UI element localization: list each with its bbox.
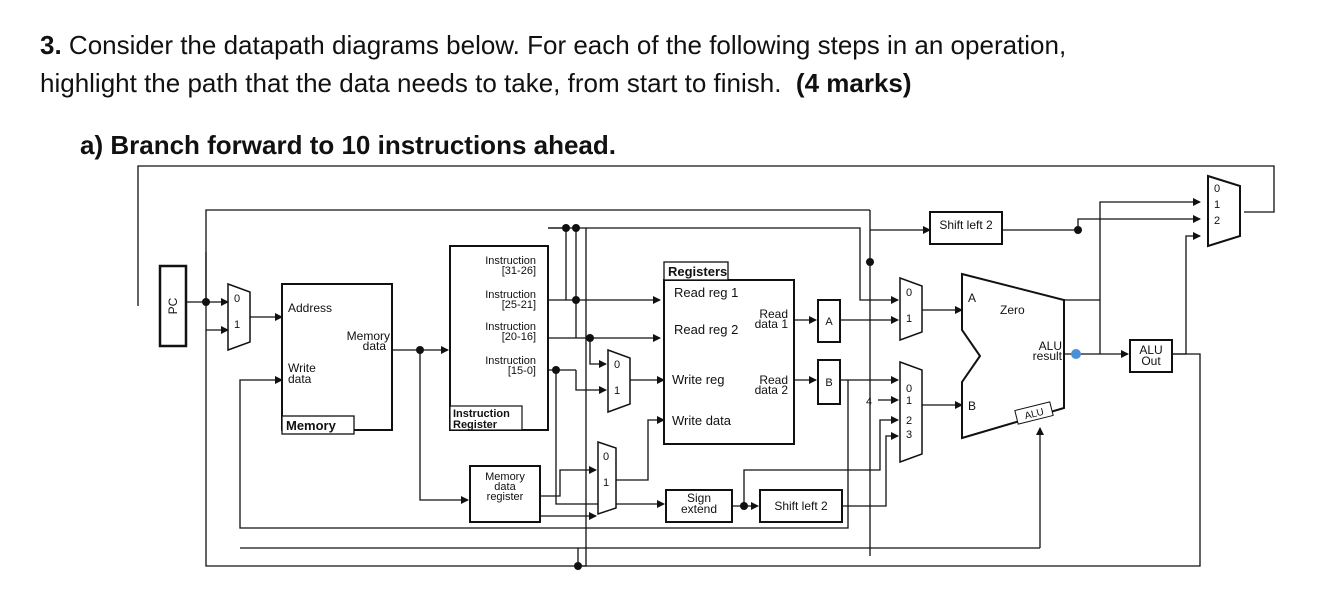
svg-text:Read: Read [759, 373, 788, 387]
svg-text:result: result [1033, 349, 1063, 363]
svg-text:data: data [288, 372, 312, 386]
alu-src-b-mux: 0 1 2 3 [899, 360, 923, 464]
svg-text:[31-26]: [31-26] [502, 265, 536, 277]
svg-text:1: 1 [603, 477, 609, 489]
register-b: B [817, 359, 841, 405]
sign-extend: Sign extend [665, 489, 733, 523]
svg-text:2: 2 [906, 415, 912, 427]
pc-source-mux: 0 1 2 [1207, 174, 1241, 248]
svg-text:B: B [825, 377, 832, 389]
question-text-2: highlight the path that the data needs t… [40, 68, 782, 98]
svg-text:1: 1 [234, 319, 240, 331]
pc-label: PC [166, 297, 180, 314]
svg-text:Read reg 1: Read reg 1 [674, 285, 738, 300]
svg-text:Read: Read [759, 307, 788, 321]
alu-result-highlight [1071, 349, 1081, 359]
svg-text:data: data [363, 339, 387, 353]
memory-title: Memory [286, 418, 337, 433]
svg-text:[20-16]: [20-16] [502, 331, 536, 343]
register-a: A [817, 299, 841, 343]
alu-src-a-mux: 0 1 [899, 276, 923, 342]
svg-text:Instruction: Instruction [485, 355, 536, 367]
svg-text:A: A [968, 291, 976, 305]
question-line-1: 3. Consider the datapath diagrams below.… [40, 30, 1066, 60]
svg-text:0: 0 [906, 287, 912, 299]
svg-text:Memory: Memory [347, 329, 390, 343]
svg-text:Instruction: Instruction [485, 289, 536, 301]
alu: A B Zero ALU result ALU [961, 272, 1065, 440]
svg-text:1: 1 [1214, 199, 1220, 211]
svg-text:Instruction: Instruction [485, 255, 536, 267]
svg-text:Sign: Sign [687, 491, 711, 505]
svg-text:3: 3 [906, 429, 912, 441]
question-line-2: highlight the path that the data needs t… [40, 68, 912, 98]
svg-text:0: 0 [1214, 183, 1220, 195]
shift-left-2-bottom: Shift left 2 [759, 489, 843, 523]
alu-out-register: ALU Out [1129, 339, 1173, 373]
svg-text:0: 0 [906, 383, 912, 395]
svg-text:0: 0 [603, 451, 609, 463]
memory-block: Address Memory data Write data Memory [281, 283, 393, 435]
pc-register: PC [158, 264, 188, 348]
svg-text:[25-21]: [25-21] [502, 299, 536, 311]
svg-text:data 1: data 1 [755, 317, 789, 331]
question-marks: (4 marks) [795, 68, 912, 98]
svg-text:[15-0]: [15-0] [508, 365, 536, 377]
svg-text:1: 1 [614, 385, 620, 397]
svg-text:Register: Register [453, 419, 498, 431]
svg-text:1: 1 [906, 395, 912, 407]
svg-text:Read reg 2: Read reg 2 [674, 322, 738, 337]
svg-text:0: 0 [614, 359, 620, 371]
question-number: 3. [40, 30, 62, 60]
svg-text:extend: extend [681, 502, 717, 516]
memory-data-register: Memory data register [469, 465, 541, 523]
svg-text:Zero: Zero [1000, 303, 1025, 317]
svg-text:Write reg: Write reg [672, 372, 725, 387]
instruction-register: Instruction [31-26] Instruction [25-21] … [449, 245, 549, 431]
svg-text:ALU: ALU [1039, 339, 1062, 353]
svg-text:Write data: Write data [672, 413, 732, 428]
shift-left-2-top: Shift left 2 [929, 211, 1003, 245]
svg-text:Shift left 2: Shift left 2 [939, 218, 993, 232]
svg-text:data 2: data 2 [755, 383, 789, 397]
svg-text:0: 0 [234, 293, 240, 305]
svg-text:ALU: ALU [1139, 343, 1162, 357]
junction-dots [202, 224, 1082, 570]
svg-text:data: data [494, 481, 516, 493]
svg-text:Instruction: Instruction [453, 408, 510, 420]
question-text-1: Consider the datapath diagrams below. Fo… [68, 30, 1067, 60]
part-a-heading: a) Branch forward to 10 instructions ahe… [80, 130, 616, 160]
svg-text:Registers: Registers [668, 264, 727, 279]
memory-address-label: Address [288, 301, 332, 315]
svg-text:A: A [825, 316, 833, 328]
svg-text:2: 2 [1214, 215, 1220, 227]
svg-text:B: B [968, 399, 976, 413]
constant-four: 4 [866, 396, 872, 408]
svg-text:Memory: Memory [485, 471, 525, 483]
memory-address-mux: 0 1 [227, 282, 251, 352]
svg-text:Out: Out [1141, 354, 1161, 368]
svg-text:Instruction: Instruction [485, 321, 536, 333]
svg-text:1: 1 [906, 313, 912, 325]
svg-text:ALU: ALU [1024, 407, 1046, 422]
register-file: Registers Read reg 1 Read reg 2 Read dat… [663, 261, 795, 445]
write-data-mux: 0 1 [597, 440, 617, 516]
svg-text:Write: Write [288, 361, 316, 375]
svg-text:register: register [487, 491, 524, 503]
write-reg-mux: 0 1 [607, 348, 631, 414]
svg-text:Shift left 2: Shift left 2 [774, 499, 828, 513]
